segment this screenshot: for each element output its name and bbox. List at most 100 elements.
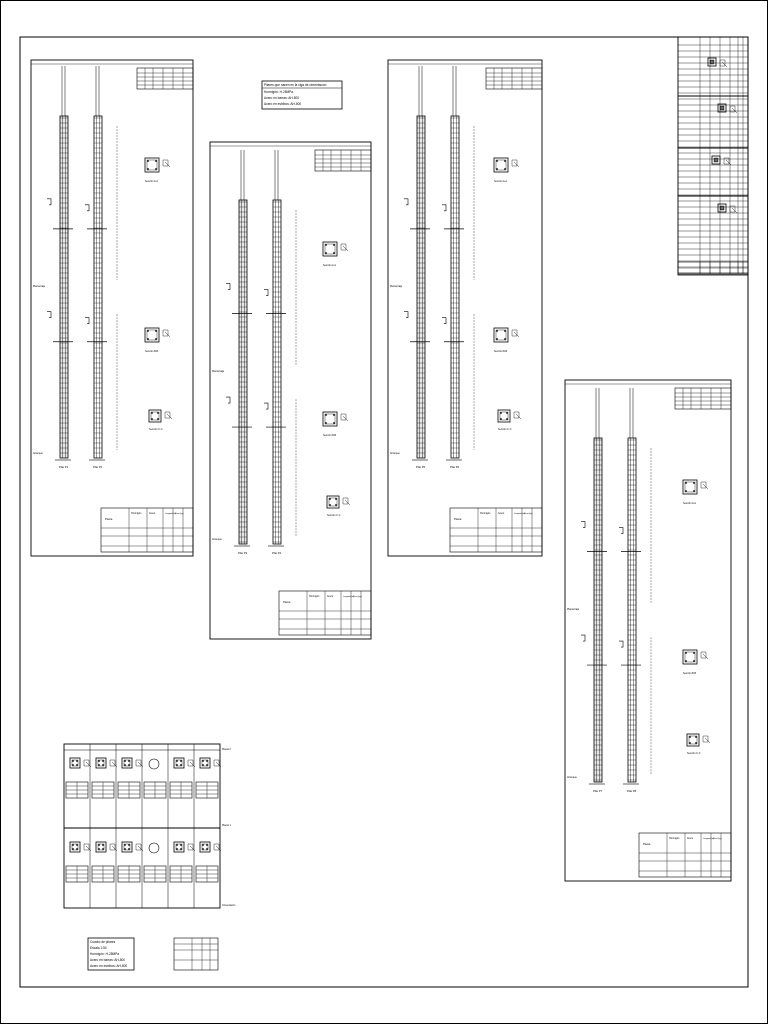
grid-cell-table [91,865,115,883]
rebar-dot [102,760,104,762]
rebar-dot [325,252,327,254]
rebar-dot [155,330,157,332]
sheet-border [564,379,732,882]
level-label: Arranque [33,452,44,455]
column-outline [59,115,69,459]
grid-section [173,841,196,853]
hook-detail [719,59,728,68]
column-name-left: Pilar P5 [416,465,426,469]
section-stirrup [499,411,509,421]
hook-detail [213,843,222,852]
section-label: Sección B-B [145,350,159,353]
section-outline [686,733,700,747]
rebar-dot [722,108,724,110]
section-outline [682,479,698,495]
level-label: Arranque [212,538,223,541]
table-header: Peso (kg) [713,838,722,840]
grid-row-label: Planta 2 [222,748,231,751]
column-name-right: Pilar P6 [450,465,460,469]
rebar-dot [693,660,695,662]
section-detail [493,327,520,343]
grid-cell-table [169,865,193,883]
rebar-dot [102,764,104,766]
section-stirrup [123,759,131,767]
column-right [450,115,460,459]
rebar-dot [72,764,74,766]
rebar-dot [98,760,100,762]
rebar-dot [695,742,697,744]
section-outline [322,411,338,427]
section-outline [121,841,133,853]
rebar-dot [716,158,718,160]
rebar-dot [504,338,506,340]
grid-row-label: Cimentación [222,904,236,907]
section-detail [682,649,709,665]
sheet-border [30,59,194,557]
grid-cell-table [143,781,167,799]
hook-detail [162,159,171,168]
sheet-summary-table [136,67,194,90]
rebar-dot [720,108,722,110]
rebar-dot [155,168,157,170]
note-top-4: Acero en estribos: AH-500 [264,102,301,106]
rebar-dot [147,330,149,332]
grid-cell-table [195,781,219,799]
section-label: Sección C-C [687,752,701,755]
section-outline [682,649,698,665]
grid-cell-table [143,865,167,883]
section-outline [199,757,211,769]
section-detail [326,495,351,509]
grid-section [95,841,118,853]
column-left [593,437,603,783]
hook-detail [213,759,222,768]
column-name-right: Pilar P4 [272,551,282,555]
section-outline [173,757,185,769]
section-outline [326,495,340,509]
rebar-dot [722,106,724,108]
section-stirrup [146,159,158,171]
rebar-dot [72,760,74,762]
rebar-dot [496,338,498,340]
section-label: Sección B-B [494,350,508,353]
drawing-frame [19,36,749,988]
hook-detail [109,843,118,852]
column-name-right: Pilar P2 [93,465,103,469]
rebar-dot [693,652,695,654]
section-stirrup [324,413,336,425]
hook-detail [83,843,92,852]
hook-detail [342,497,351,506]
rebar-dot [325,414,327,416]
section-label: Sección C-C [498,428,512,431]
note-top-1: Pilares que nacen en la viga de cimentac… [264,83,327,87]
hook-detail [723,157,732,166]
sheet-summary-table-border [485,67,543,90]
rebar-dot [176,760,178,762]
grid-section [121,841,144,853]
grid-cell-table [117,865,141,883]
column-left [416,115,426,459]
rebar-dot [333,244,335,246]
section-outline [144,327,160,343]
table-header: Longitud (m) [703,837,715,840]
grid-section [173,757,196,769]
section-label: Sección A-A [145,180,158,183]
column-outline [450,115,460,459]
rebar-dot [151,418,153,420]
splice-symbol [442,204,447,212]
rebar-dot [124,844,126,846]
section-stirrup [71,843,79,851]
rebar-dot [151,412,153,414]
section-stirrup [328,497,338,507]
section-outline [95,841,107,853]
rebar-dot [693,490,695,492]
grid-section [199,841,222,853]
section-stirrup [495,159,507,171]
rebar-dot [685,482,687,484]
hook-detail [700,481,709,490]
